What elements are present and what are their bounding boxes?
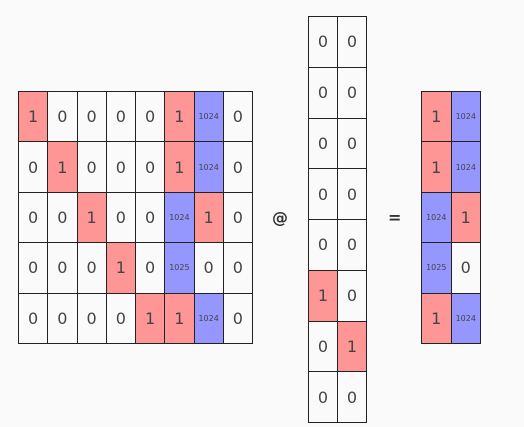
matrix-a-cell: 0 (19, 142, 49, 193)
matrix-b-cell: 0 (338, 220, 367, 271)
matrix-a-cell: 0 (223, 243, 253, 294)
matrix-a-cell: 1 (136, 293, 166, 344)
matrix-a-cell: 0 (106, 293, 136, 344)
matrix-b-cell: 0 (309, 17, 338, 68)
matrix-a-cell: 0 (106, 192, 136, 244)
matrix-a-cell: 1 (48, 142, 78, 193)
matrix-b-cell: 0 (338, 169, 367, 220)
matrix-a-cell: 1 (165, 142, 195, 193)
matrix-a-cell: 0 (48, 92, 78, 143)
matrix-a-cell: 1025 (165, 243, 195, 294)
matrix-a-cell: 0 (19, 243, 49, 294)
matrix-a-cell: 0 (136, 192, 166, 244)
matrix-a-cell: 0 (48, 243, 78, 294)
matrix-a-cell: 0 (136, 142, 166, 193)
matrix-a-cell: 0 (223, 192, 253, 244)
matrix-a-cell: 1024 (194, 293, 224, 344)
matrix-c-cell: 1024 (451, 293, 481, 344)
matrix-a-cell: 1 (19, 92, 49, 143)
equals-operator: = (388, 208, 402, 227)
matrix-c-cell: 0 (451, 243, 481, 294)
matrix-a-cell: 0 (223, 293, 253, 344)
matrix-a-cell: 0 (136, 92, 166, 143)
matrix-a-cell: 1 (194, 192, 224, 244)
matrix-a-cell: 0 (106, 142, 136, 193)
matrix-b-cell: 0 (309, 372, 338, 423)
matrix-a-cell: 0 (223, 92, 253, 143)
matrix-a-cell: 0 (48, 293, 78, 344)
matrix-c-cell: 1 (451, 192, 481, 244)
matrix-b-cell: 0 (309, 220, 338, 271)
matrix-b-cell: 0 (338, 270, 367, 322)
matrix-b-cell: 0 (338, 372, 367, 423)
matrix-a-cell: 0 (19, 293, 49, 344)
matrix-a-cell: 0 (77, 293, 107, 344)
matrix-b-cell: 1 (309, 270, 338, 322)
matrix-a-cell: 0 (223, 142, 253, 193)
matrix-a-cell: 0 (77, 92, 107, 143)
matrix-a-cell: 1024 (194, 92, 224, 143)
matrix-a-cell: 1 (165, 92, 195, 143)
matrix-a-cell: 0 (19, 192, 49, 244)
matrix-c-cell: 1025 (422, 243, 452, 294)
matrix-b-cell: 0 (309, 169, 338, 220)
matrix-c-cell: 1024 (451, 142, 481, 193)
matrix-b-cell: 0 (309, 118, 338, 170)
matrix-c-cell: 1024 (451, 92, 481, 143)
matrix-a-cell: 0 (136, 243, 166, 294)
matrix-c-cell: 1 (422, 293, 452, 344)
matrix-b-cell: 0 (338, 17, 367, 68)
matrix-a-cell: 0 (106, 92, 136, 143)
matrix-a-cell: 1024 (194, 142, 224, 193)
matrix-b-cell: 0 (309, 67, 338, 119)
matrix-c-cell: 1 (422, 92, 452, 143)
matmul-operator: @ (272, 208, 288, 227)
matrix-a-cell: 1 (77, 192, 107, 244)
matrix-c-cell: 1024 (422, 192, 452, 244)
matrix-a-cell: 0 (77, 243, 107, 294)
matrix-c-cell: 1 (422, 142, 452, 193)
matrix-a-cell: 1024 (165, 192, 195, 244)
matrix-b-cell: 0 (338, 118, 367, 170)
matrix-a-cell: 0 (77, 142, 107, 193)
matrix-b-cell: 1 (338, 321, 367, 373)
matrix-a-cell: 0 (48, 192, 78, 244)
matrix-a-cell: 0 (194, 243, 224, 294)
matrix-a-cell: 1 (106, 243, 136, 294)
matrix-b-cell: 0 (309, 321, 338, 373)
matrix-a-cell: 1 (165, 293, 195, 344)
matrix-b-cell: 0 (338, 67, 367, 119)
